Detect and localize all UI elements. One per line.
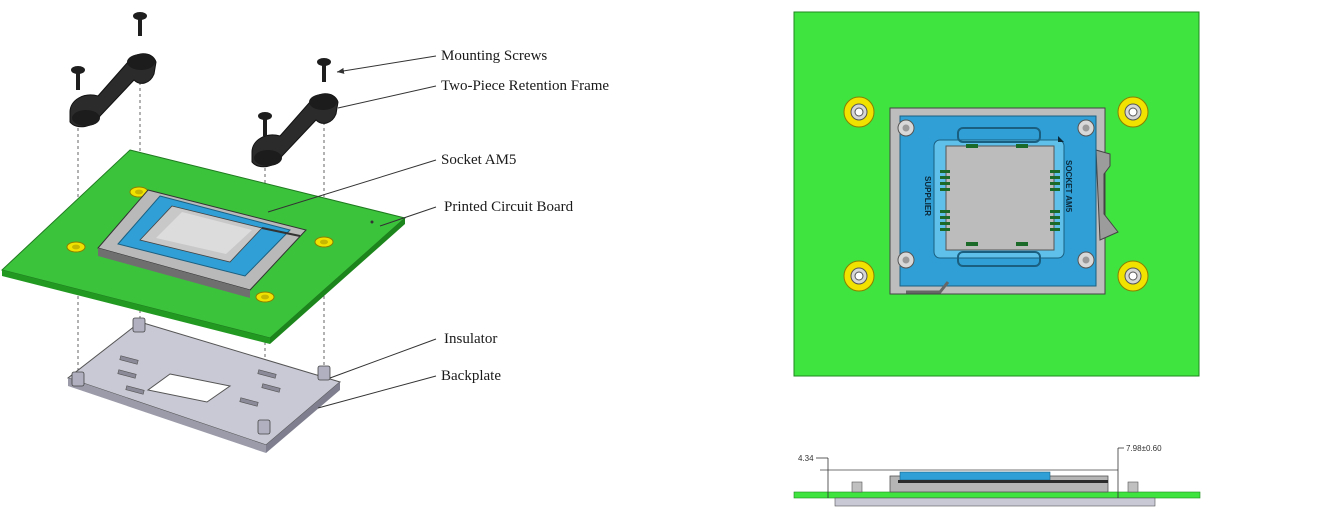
- dimension-left: [816, 457, 829, 498]
- mount-hole-icon: [843, 96, 875, 128]
- mount-hole-icon: [1117, 260, 1149, 292]
- exploded-view: Mounting Screws Two-Piece Retention Fram…: [0, 12, 609, 453]
- dimension-left-label: 4.34: [798, 454, 814, 463]
- top-view: SUPPLIER SOCKET AM5: [793, 11, 1200, 377]
- callout-labels: Mounting Screws Two-Piece Retention Fram…: [441, 48, 609, 384]
- callout-socket: Socket AM5: [441, 152, 516, 168]
- callout-backplate: Backplate: [441, 368, 501, 384]
- mounting-holes: [843, 96, 1149, 292]
- dimension-right-label: 7.98±0.60: [1126, 444, 1162, 453]
- side-view: 4.34 7.98±0.60: [793, 444, 1201, 507]
- mounting-screws: [71, 12, 331, 136]
- callout-insulator: Insulator: [444, 331, 497, 347]
- dimension-right: [1117, 447, 1124, 498]
- callout-mounting-screws: Mounting Screws: [441, 48, 547, 64]
- socket-am5-top: SUPPLIER SOCKET AM5: [889, 107, 1119, 295]
- callout-pcb: Printed Circuit Board: [444, 199, 574, 215]
- mount-hole-icon: [1117, 96, 1149, 128]
- retention-frame: [69, 53, 339, 168]
- socket-label-supplier: SUPPLIER: [923, 176, 932, 216]
- backplate: [66, 317, 342, 453]
- callout-retention-frame: Two-Piece Retention Frame: [441, 78, 609, 94]
- mount-hole-icon: [843, 260, 875, 292]
- callout-leaders: [267, 55, 437, 409]
- socket-label-am5: SOCKET AM5: [1064, 160, 1073, 213]
- pcb-side: [793, 491, 1201, 499]
- socket-am5-iso: [97, 189, 307, 298]
